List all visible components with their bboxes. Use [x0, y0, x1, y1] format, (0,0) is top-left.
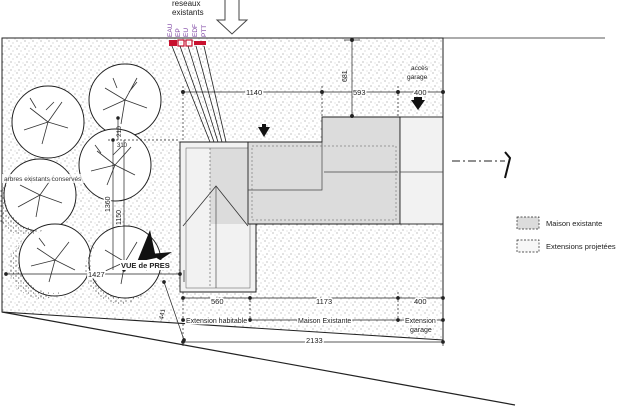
dimension-top	[181, 86, 445, 140]
extension-garage-zone	[399, 116, 444, 225]
view-label: VUE de PRES	[121, 261, 170, 270]
network-code: EP	[175, 28, 182, 37]
trees-label: arbres existants conservés	[4, 176, 82, 183]
networks-label-line2: existants	[172, 8, 204, 17]
dimension-681	[344, 38, 360, 118]
dim-1150: 1150	[116, 210, 123, 225]
network-connectors	[169, 39, 227, 143]
view-label-bg	[120, 260, 168, 270]
dim-2133: 2133	[306, 336, 323, 345]
access-label-line1: accès	[411, 65, 429, 72]
dim-1173: 1173	[316, 297, 332, 306]
dim-1427: 1427	[88, 270, 105, 279]
label-extension-garage-line1: Extension	[405, 318, 436, 325]
buildings	[179, 116, 444, 293]
tree-branches	[17, 77, 148, 285]
network-code: EU	[183, 28, 190, 37]
dim-593: 593	[353, 88, 366, 97]
legend-swatch-existing	[516, 216, 540, 230]
network-codes: EAU EP EU EDF PTT	[167, 23, 208, 37]
section-cut-marker	[452, 151, 512, 179]
dim-1360: 1360	[105, 196, 112, 212]
dim-681: 681	[342, 70, 349, 82]
view-marker	[137, 230, 172, 262]
dim-400-top: 400	[414, 88, 427, 97]
label-extension-habitable: Extension habitable	[186, 318, 247, 325]
network-code: PTT	[201, 25, 208, 37]
dim-210: 210	[116, 126, 123, 137]
dim-560: 560	[211, 297, 224, 306]
legend-label-projected: Extensions projetées	[546, 242, 616, 251]
legend-swatch-projected	[516, 239, 540, 253]
legend-label-existing: Maison existante	[546, 219, 602, 228]
street-line	[1, 311, 516, 406]
dim-441: 441	[158, 308, 167, 320]
network-code: EDF	[192, 24, 199, 37]
label-extension-garage-line2: garage	[410, 327, 432, 334]
trees-label-bg	[2, 174, 98, 183]
label-maison-existante: Maison Existante	[298, 318, 351, 325]
networks-label-line1: reseaux	[172, 0, 200, 8]
garage-arrow-icon	[411, 97, 425, 110]
dim-400-bottom: 400	[414, 297, 427, 306]
dimension-1427	[4, 270, 185, 282]
dimension-bottom	[181, 292, 445, 346]
entry-arrow-icon	[258, 124, 270, 137]
legend: Maison existante Extensions projetées	[516, 216, 616, 253]
dimension-441	[162, 280, 186, 342]
tree-canopy-shading	[0, 180, 145, 304]
access-label-line2: garage	[407, 74, 428, 81]
dim-310: 310	[117, 143, 128, 149]
down-arrow-icon	[215, 0, 249, 35]
network-code: EAU	[167, 23, 174, 37]
dim-1140: 1140	[246, 88, 262, 97]
